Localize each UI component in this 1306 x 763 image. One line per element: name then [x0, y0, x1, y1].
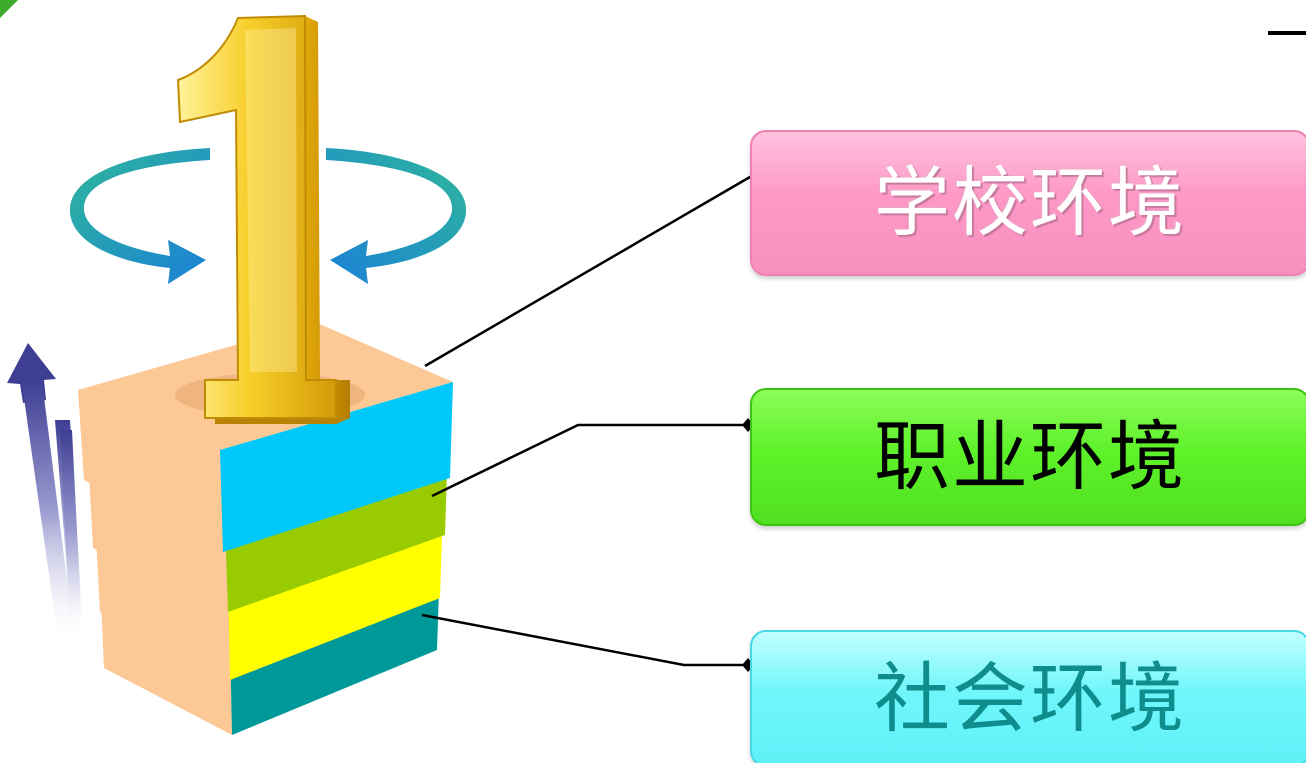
career-environment-box: 职业环境: [750, 388, 1306, 526]
connector-career: [431, 423, 748, 498]
social-environment-label: 社会环境: [874, 653, 1186, 743]
connector-lines: [421, 168, 763, 667]
social-environment-box: 社会环境: [750, 630, 1306, 763]
school-environment-label: 学校环境: [874, 158, 1186, 247]
connector-school: [424, 168, 763, 368]
career-environment-label: 职业环境: [874, 412, 1186, 501]
rotate-arrow-left-icon: [69, 148, 210, 284]
numeral-one-icon: [176, 14, 350, 424]
title-dash: [1268, 31, 1306, 35]
connector-social: [421, 613, 748, 667]
rotate-arrow-right-icon: [326, 148, 467, 284]
school-environment-box: 学校环境: [750, 130, 1306, 276]
up-arrow-icon: [7, 343, 82, 638]
corner-accent: [0, 0, 18, 18]
